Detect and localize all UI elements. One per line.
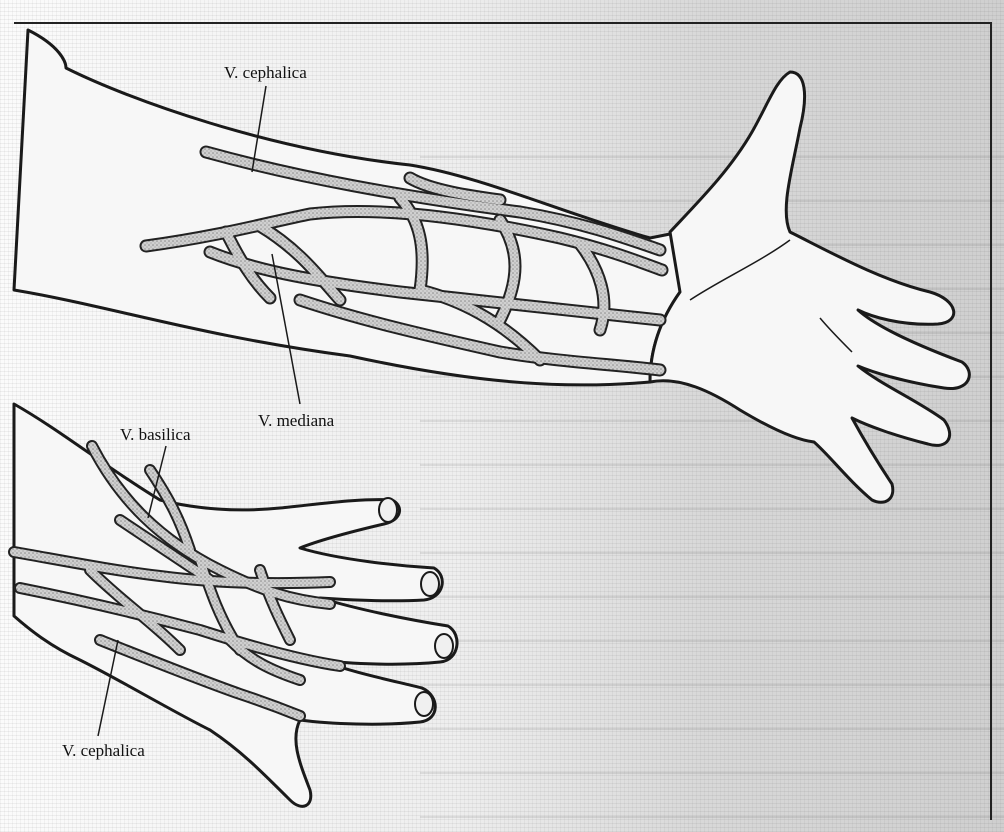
label-basilica: V. basilica: [120, 426, 191, 443]
label-mediana: V. mediana: [258, 412, 334, 429]
upper-hand-outline: [650, 72, 969, 502]
label-upper-cephalica: V. cephalica: [224, 64, 307, 81]
label-lower-cephalica: V. cephalica: [62, 742, 145, 759]
